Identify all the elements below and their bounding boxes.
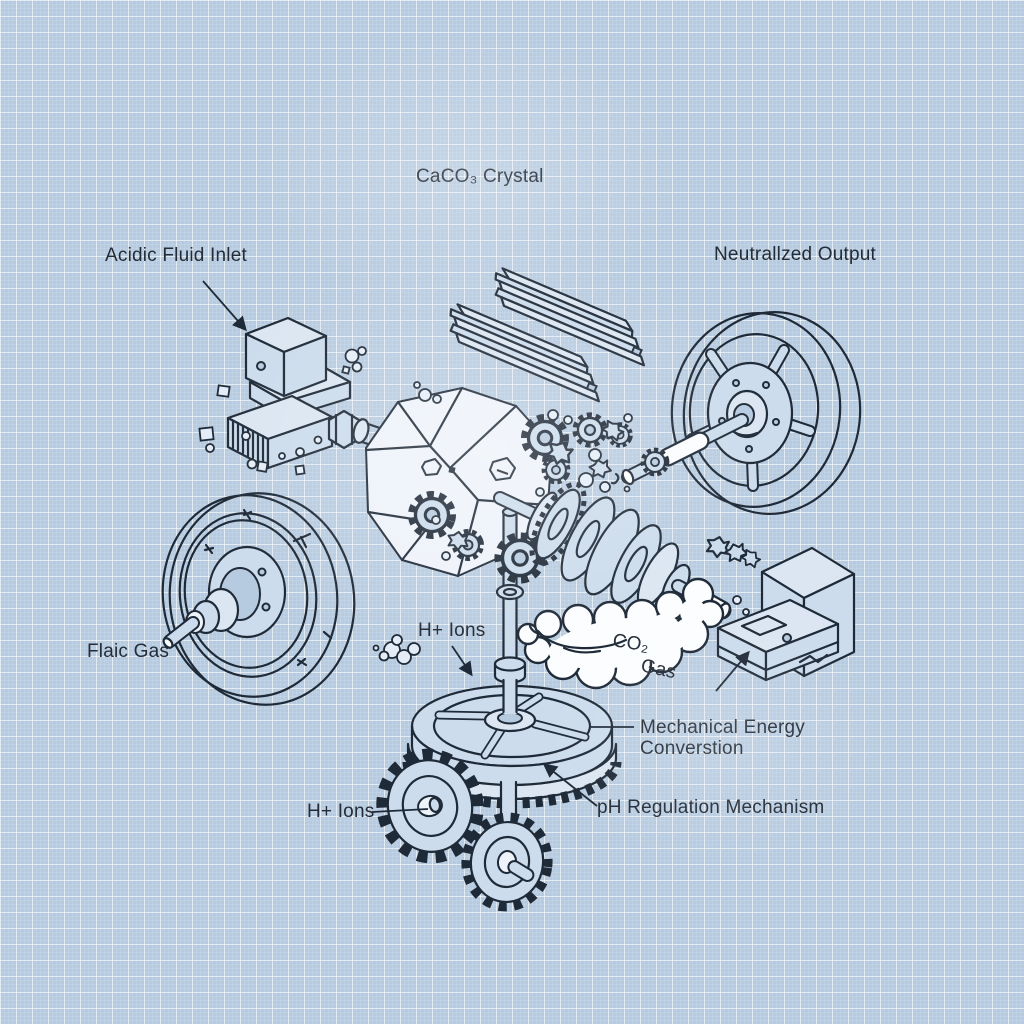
output-box-arrow	[715, 650, 750, 692]
caco3-crystal-rails	[449, 267, 645, 403]
bottom-spur-gear	[461, 812, 553, 912]
inlet-particles	[198, 346, 367, 476]
label-h-ions-center: H+ Ions	[418, 620, 485, 641]
acidic-inlet-arrow	[202, 280, 247, 332]
label-neutralized-output: Neutrallzed Output	[714, 244, 877, 265]
annotation-leaders	[202, 280, 750, 813]
h-ions-arrow	[451, 645, 473, 677]
label-mechanical-energy-2: Converstion	[640, 738, 744, 759]
neutralized-output-box	[704, 534, 856, 682]
label-flaic-gas: Flaic Gas	[87, 641, 169, 662]
inlet-assembly	[198, 316, 367, 476]
labels: CaCO₃ Crystal Acidic Fluid Inlet Neutral…	[87, 166, 877, 822]
inlet-shaft	[162, 587, 240, 649]
ph-regulation-gears	[376, 748, 553, 912]
output-flywheel	[610, 311, 862, 515]
face-marks	[203, 508, 333, 667]
label-acidic-fluid-inlet: Acidic Fluid Inlet	[105, 245, 247, 266]
ph-regulation-arrow	[542, 763, 598, 807]
left-spur-gear	[376, 748, 484, 864]
inlet-flywheel	[161, 492, 356, 706]
disc-coupling	[526, 481, 750, 620]
label-h-ions-bottom: H+ Ions	[307, 801, 374, 822]
h-ions-bottom-leader	[371, 808, 429, 813]
conversion-spokes	[434, 692, 590, 760]
label-mechanical-energy-1: Mechanical Energy	[640, 717, 805, 738]
co2-cloud	[516, 577, 725, 690]
label-caco3-crystal: CaCO₃ Crystal	[416, 166, 544, 187]
label-ph-regulation: pH Regulation Mechanism	[597, 797, 824, 818]
h-ion-bubbles	[372, 634, 421, 665]
